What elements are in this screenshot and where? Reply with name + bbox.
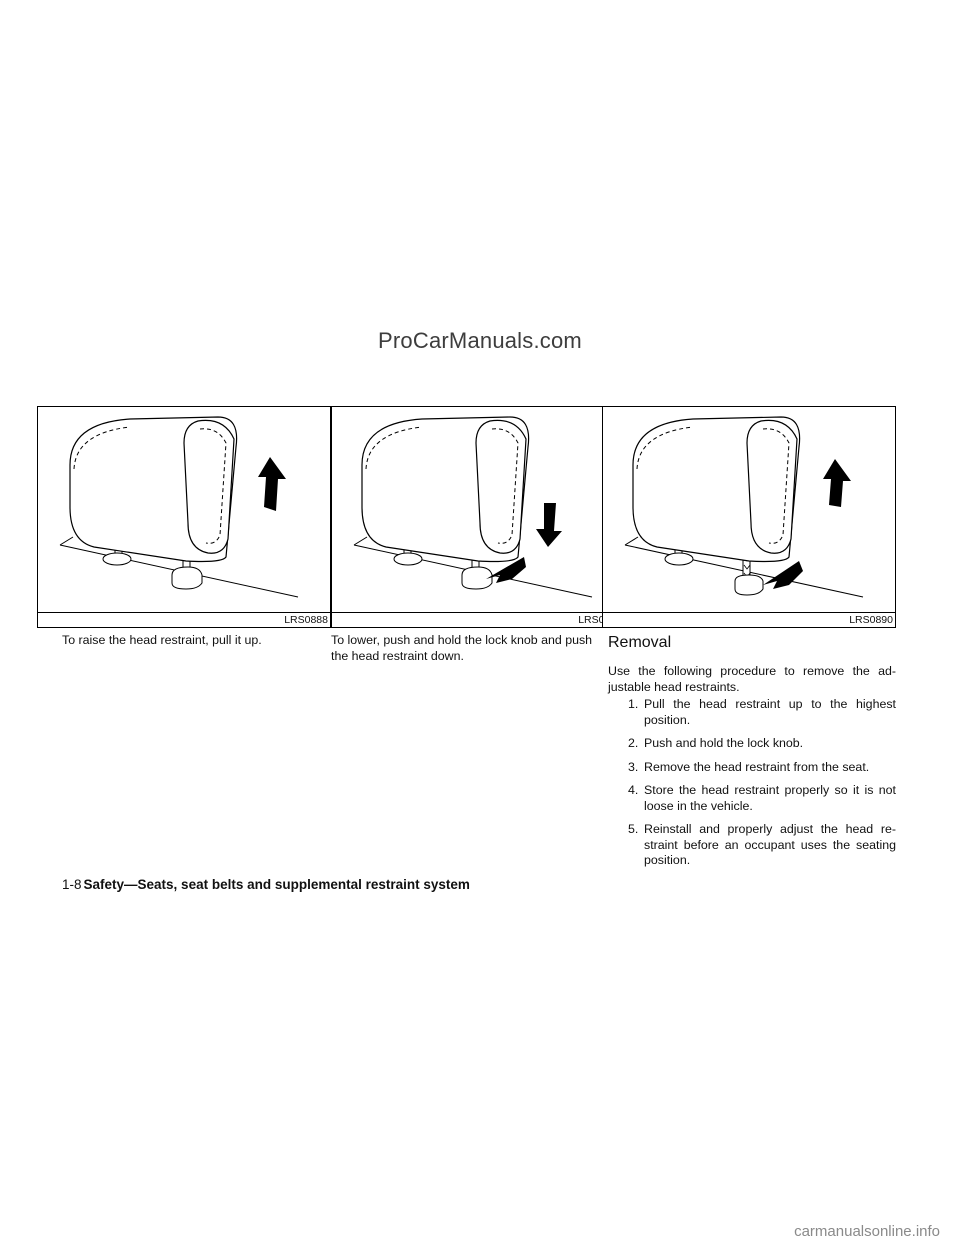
head-restraint-illustration [353, 416, 593, 598]
section-heading-removal: Removal [608, 634, 672, 651]
removal-intro: Use the following procedure to remove th… [608, 664, 896, 694]
figure-lower-head-restraint: LRS0889 [331, 406, 625, 628]
caption-lower: To lower, push and hold the lock knob an… [331, 633, 593, 663]
page-number: 1-8 [62, 877, 82, 892]
figure-raise-head-restraint: LRS0888 [37, 406, 331, 628]
list-item: 1.Pull the head restraint up to the high… [628, 697, 896, 727]
figure-remove-head-restraint: LRS0890 [602, 406, 896, 628]
list-item: 2.Push and hold the lock knob. [628, 736, 804, 750]
figure-caption-bar [38, 612, 330, 627]
list-item: 4.Store the head restraint properly so i… [628, 783, 896, 813]
list-item: 5.Reinstall and properly adjust the head… [628, 822, 896, 867]
caption-raise: To raise the head restraint, pull it up. [62, 633, 262, 647]
section-title: Safety—Seats, seat belts and supplementa… [83, 877, 470, 892]
head-restraint-illustration [624, 416, 864, 598]
site-brand: carmanualsonline.info [794, 1223, 940, 1240]
removal-steps: 1.Pull the head restraint up to the high… [608, 697, 896, 877]
watermark: ProCarManuals.com [378, 328, 582, 353]
figure-code: LRS0888 [284, 614, 328, 626]
list-item: 3.Remove the head restraint from the sea… [628, 759, 870, 774]
figure-caption-bar [332, 612, 624, 627]
head-restraint-illustration [59, 416, 299, 598]
figure-code: LRS0890 [849, 614, 893, 626]
figure-caption-bar [603, 612, 895, 627]
